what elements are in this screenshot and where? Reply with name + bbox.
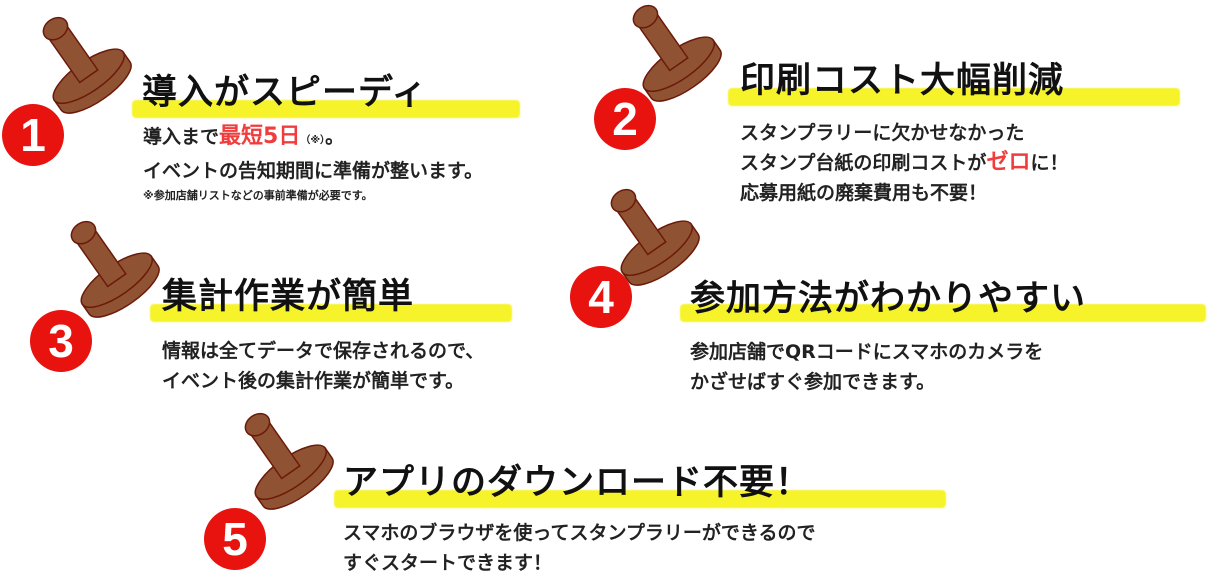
number-badge: 5 (204, 508, 266, 570)
title-highlight (680, 304, 1206, 322)
text: 応募用紙の廃棄費用も不要！ (740, 182, 988, 204)
text: （※） (300, 135, 326, 146)
number-badge: 1 (2, 104, 64, 166)
number-badge: 2 (594, 88, 656, 150)
feature-description: スタンプラリーに欠かせなかった スタンプ台紙の印刷コストがゼロに！ 応募用紙の廃… (740, 118, 1068, 208)
text: かざせばすぐ参加できます。 (690, 371, 936, 393)
text: 参加店舗でQRコードにスマホのカメラを (690, 341, 1044, 363)
footnote: ※参加店舗リストなどの事前準備が必要です。 (143, 189, 373, 202)
text: スタンプラリーに欠かせなかった (740, 122, 1025, 144)
title-highlight (150, 304, 512, 322)
highlight-text: 最短5日 (219, 124, 301, 149)
stamp-icon (28, 8, 138, 118)
title-highlight (334, 490, 946, 508)
text: 導入まで (143, 126, 220, 148)
text: に！ (1030, 152, 1069, 174)
text: イベント後の集計作業が簡単です。 (162, 370, 465, 392)
number-badge: 3 (30, 310, 92, 372)
number-badge: 4 (570, 266, 632, 328)
feature-title: 導入がスピーディ (142, 73, 428, 113)
feature-description: 参加店舗でQRコードにスマホのカメラを かざせばすぐ参加できます。 (690, 337, 1043, 397)
title-highlight (728, 88, 1180, 106)
feature-description: スマホのブラウザを使ってスタンプラリーができるので すぐスタートできます！ (343, 518, 816, 578)
text: 情報は全てデータで保存されるので、 (162, 340, 485, 362)
text: すぐスタートできます！ (343, 552, 553, 574)
highlight-text: ゼロ (986, 150, 1031, 175)
title-highlight (132, 100, 520, 118)
feature-title: 印刷コスト大幅削減 (740, 61, 1065, 101)
text: スタンプ台紙の印刷コストが (740, 152, 987, 174)
text: イベントの告知期間に準備が整います。 (143, 160, 484, 182)
text: 。 (325, 126, 345, 148)
text: スマホのブラウザを使ってスタンプラリーができるので (343, 522, 816, 544)
stamp-icon (230, 404, 340, 514)
feature-title: 集計作業が簡単 (162, 277, 415, 317)
feature-description: 導入まで最短5日（※）。 イベントの告知期間に準備が整います。 ※参加店舗リスト… (143, 122, 483, 204)
feature-title: アプリのダウンロード不要！ (343, 463, 812, 503)
feature-title: 参加方法がわかりやすい (690, 279, 1087, 319)
feature-description: 情報は全てデータで保存されるので、 イベント後の集計作業が簡単です。 (162, 336, 484, 396)
